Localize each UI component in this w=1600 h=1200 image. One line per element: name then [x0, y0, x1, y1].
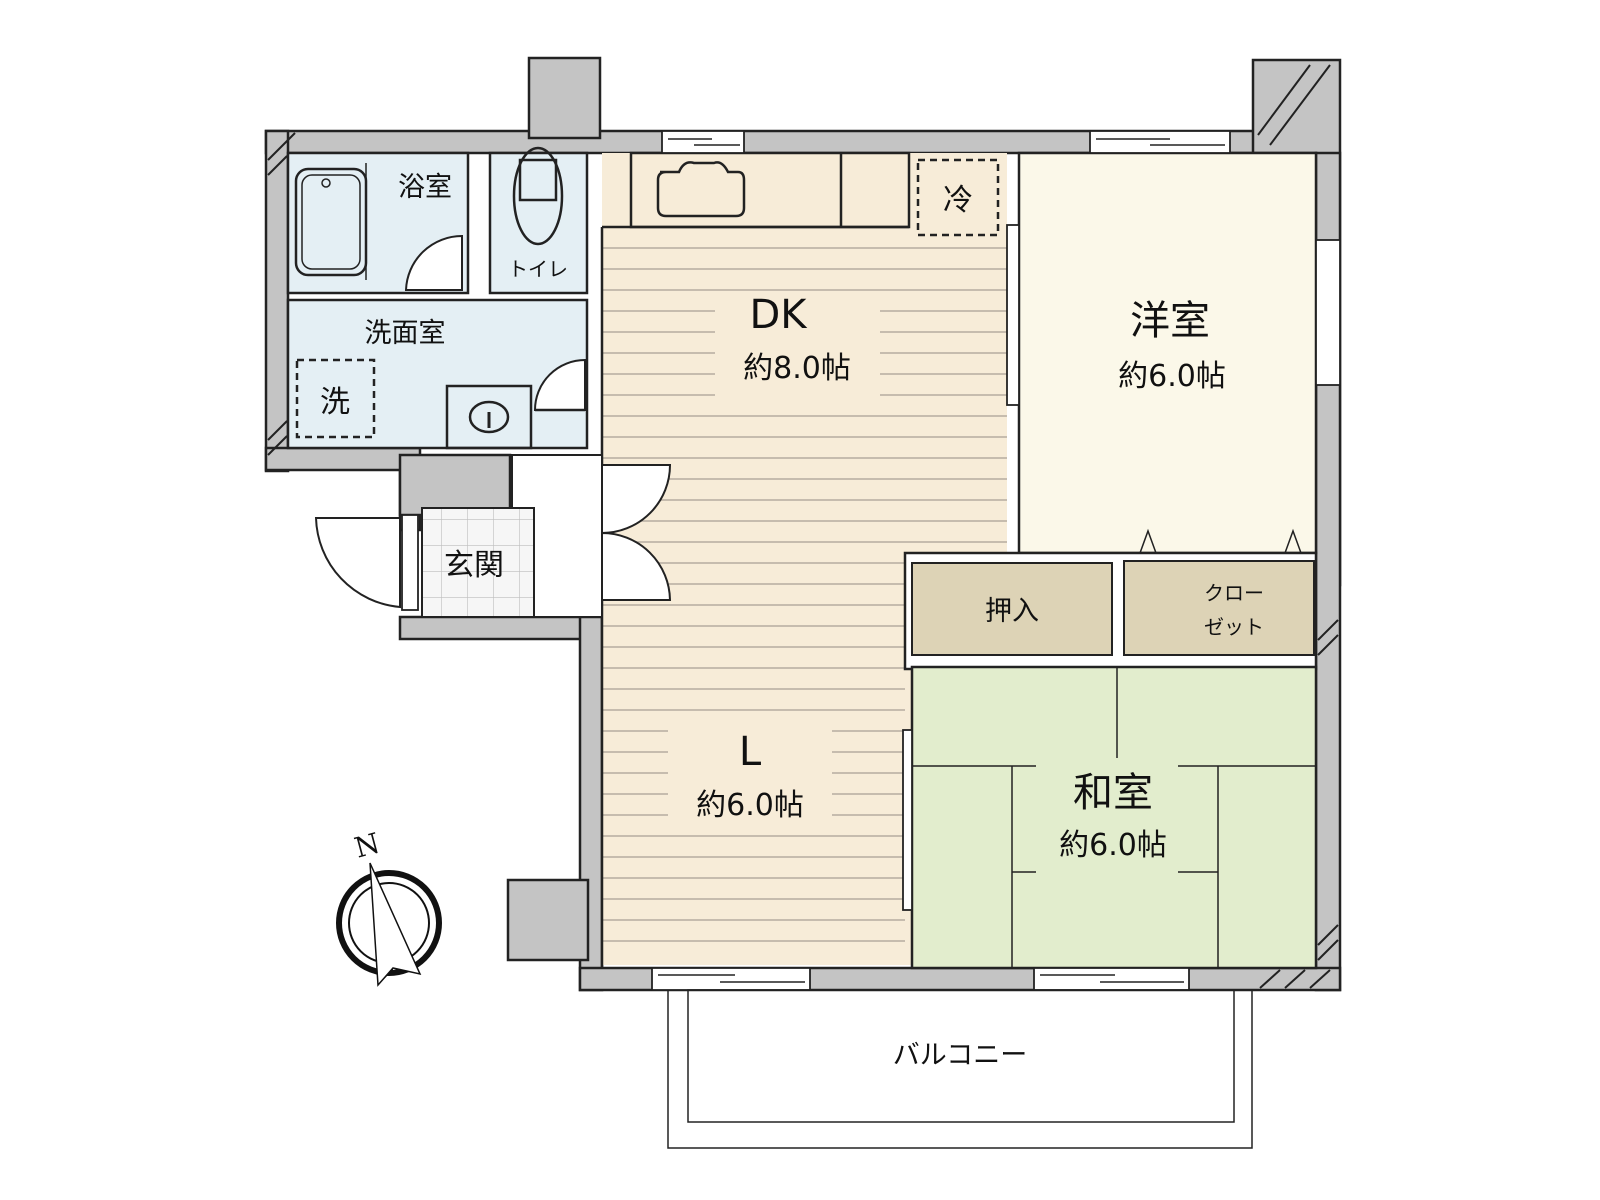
refrigerator-label: 冷: [943, 183, 973, 218]
oshiire-label: 押入: [985, 596, 1039, 627]
kitchen-sink-icon: [656, 161, 746, 218]
front-door: [314, 517, 401, 609]
vanity-sink: [445, 384, 533, 450]
wall-hatching: [267, 64, 1339, 989]
living-label: L: [739, 729, 762, 775]
entrance: 玄関: [314, 454, 603, 618]
japanese-room-label: 和室: [1073, 770, 1153, 816]
storage-row: 押入 クロー ゼット: [903, 551, 1318, 671]
living-double-door[interactable]: [601, 464, 672, 601]
dk-size: 約8.0帖: [743, 351, 851, 386]
living-size: 約6.0帖: [696, 788, 804, 823]
flooring-lines: [602, 247, 1007, 942]
western-room-label: 洋室: [1130, 298, 1210, 344]
western-room-size: 約6.0帖: [1118, 359, 1226, 394]
washing-machine-space: [295, 358, 376, 439]
balcony-label: バルコニー: [893, 1040, 1027, 1071]
balcony: バルコニー: [667, 989, 1253, 1149]
bathroom-label: 浴室: [398, 172, 452, 203]
sink-basin-icon: [468, 400, 510, 434]
western-room: 洋室 約6.0帖: [1006, 151, 1341, 555]
dk-label: DK: [749, 292, 808, 338]
closet-label-line2: ゼット: [1204, 615, 1264, 639]
closet-label-line1: クロー: [1204, 581, 1264, 605]
toilet-label: トイレ: [508, 257, 568, 281]
washroom: 洗面室 洗: [286, 298, 589, 450]
japanese-room: 和室 約6.0帖: [902, 665, 1318, 970]
tatami-mats: [912, 667, 1316, 968]
entrance-label: 玄関: [444, 548, 504, 583]
japanese-room-size: 約6.0帖: [1059, 828, 1167, 863]
refrigerator-space: [916, 158, 1000, 237]
washer-label: 洗: [320, 385, 350, 420]
bathroom: 浴室: [286, 151, 470, 295]
compass-north-label: N: [351, 826, 383, 864]
washroom-label: 洗面室: [365, 318, 446, 349]
toilet-bowl-icon: [512, 146, 564, 246]
compass-icon: N: [336, 826, 442, 987]
